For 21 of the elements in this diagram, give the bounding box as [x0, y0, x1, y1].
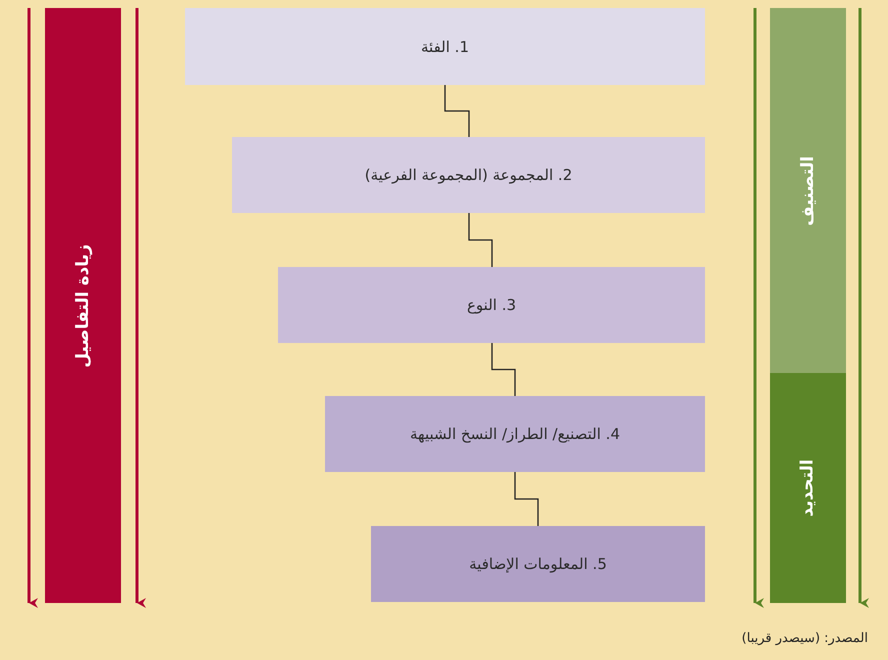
level-label: 4. التصنيع/ الطراز/ النسخ الشبيهة — [410, 425, 620, 443]
band-label: التصنيف — [798, 155, 818, 226]
vertical-band — [770, 8, 846, 373]
vertical-band — [770, 373, 846, 603]
level-box — [278, 267, 705, 343]
connector-line — [514, 472, 539, 526]
level-box — [325, 396, 705, 472]
connector-line — [444, 85, 470, 137]
vertical-band — [45, 8, 121, 603]
connector-line — [491, 343, 516, 396]
source-note: المصدر: (سيصدر قريبا) — [742, 631, 868, 646]
connector-line — [468, 213, 493, 267]
level-label: 2. المجموعة (المجموعة الفرعية) — [364, 166, 572, 184]
level-label: 5. المعلومات الإضافية — [469, 555, 607, 573]
level-box — [232, 137, 705, 213]
level-label: 3. النوع — [466, 296, 516, 314]
level-box — [185, 8, 705, 85]
level-label: 1. الفئة — [421, 38, 469, 56]
band-label: زيادة التفاصيل — [73, 244, 93, 368]
level-box — [371, 526, 705, 602]
band-label: التحديد — [798, 459, 818, 517]
